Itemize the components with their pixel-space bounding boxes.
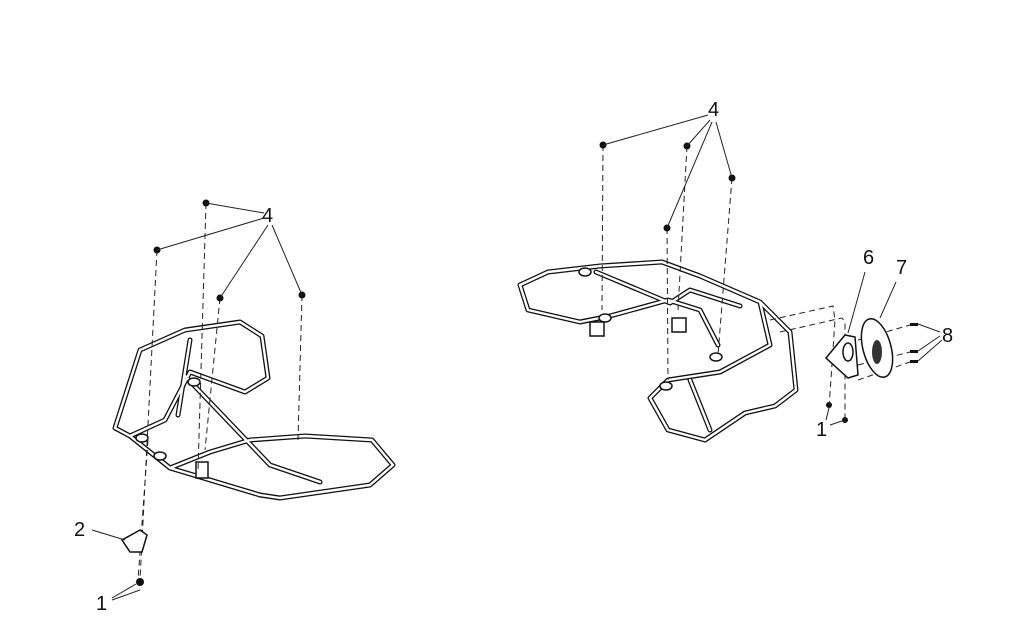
callout-2-left: 2 — [74, 519, 85, 541]
callout-4-left: 4 — [262, 205, 273, 227]
right-bolts — [599, 141, 918, 423]
left-fastener-lines — [137, 202, 303, 581]
callout-1-right: 1 — [816, 419, 827, 441]
screw-icon — [910, 350, 918, 353]
left-leaders — [91, 202, 303, 601]
bolt-icon — [826, 402, 832, 408]
bracket-part-2 — [120, 529, 148, 553]
right-leaders — [602, 114, 943, 426]
right-rack-frame — [517, 259, 799, 443]
callout-7-right: 7 — [896, 257, 907, 279]
right-fastener-lines — [601, 144, 911, 418]
callout-6-right: 6 — [863, 247, 874, 269]
callout-8-right: 8 — [942, 325, 953, 347]
screw-icon — [910, 323, 918, 326]
bolt-icon — [136, 578, 144, 586]
callout-1-left: 1 — [96, 593, 107, 615]
mount-bracket-part-6 — [824, 334, 859, 379]
left-bolts — [120, 199, 306, 586]
callout-4-right: 4 — [708, 99, 719, 121]
screw-icon — [910, 360, 918, 363]
left-rack-frame — [112, 319, 396, 501]
